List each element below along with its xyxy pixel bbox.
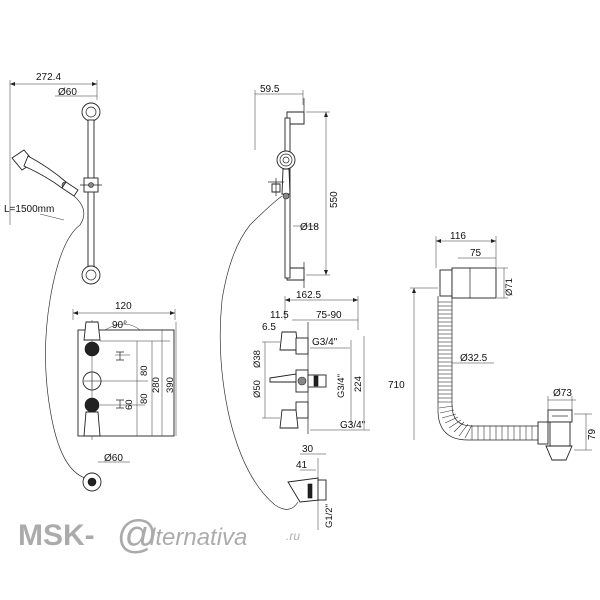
shower-hose-front [45, 195, 86, 479]
dim-390: 390 [165, 377, 176, 393]
dim-dia50: Ø50 [252, 380, 263, 398]
dim-g34-mid: G3/4" [336, 374, 347, 398]
dim-dia71: Ø71 [504, 278, 515, 296]
dim-272-4: 272.4 [36, 72, 61, 83]
top-bracket-rose [81, 102, 101, 122]
dim-75-90: 75-90 [316, 310, 342, 321]
watermark-tld: .ru [286, 529, 300, 543]
dim-11-5: 11.5 [270, 310, 289, 321]
dim-79: 79 [587, 428, 598, 440]
dim-75: 75 [470, 248, 482, 259]
riser-rail [87, 119, 95, 271]
valve-bottom-handle [83, 411, 101, 437]
overflow-filler-head [451, 267, 497, 299]
shower-hose-side [219, 195, 299, 510]
dim-710: 710 [388, 380, 405, 391]
dim-hose-length: L=1500mm [4, 204, 54, 215]
dim-80-mid: 80 [139, 393, 150, 404]
bath-filler-view: 116 75 Ø71 710 [388, 231, 598, 461]
dim-rail-dia: Ø18 [300, 222, 319, 233]
watermark-at: @ [116, 513, 157, 557]
dim-dia73: Ø73 [553, 388, 572, 399]
dim-g12: G1/2" [324, 504, 335, 528]
dim-41: 41 [296, 460, 308, 471]
valve-top-handle [83, 321, 101, 341]
bottom-bracket-rose [81, 265, 101, 285]
dim-rail-height: 550 [329, 191, 340, 208]
dim-bracket-dia: Ø60 [58, 87, 77, 98]
dim-dia38: Ø38 [252, 350, 263, 368]
shower-side-view: 59.5 550 Ø18 [219, 84, 370, 530]
dim-angle-top: 90° [112, 320, 127, 331]
dim-116: 116 [450, 231, 466, 242]
watermark: MSK- @ lternativa .ru [18, 513, 300, 557]
dim-30: 30 [302, 444, 314, 455]
dim-280: 280 [151, 377, 162, 393]
bath-waste [537, 409, 573, 461]
dim-outlet-dia: Ø60 [104, 453, 123, 464]
overflow-pipe [437, 296, 540, 441]
wall-outlet-side: 30 41 G1/2" [287, 444, 335, 530]
watermark-prefix: MSK- [18, 519, 95, 552]
dim-224: 224 [353, 376, 364, 392]
dim-60: 60 [124, 399, 135, 410]
side-handset [268, 150, 296, 200]
shower-handset [11, 149, 79, 197]
dim-offset: 59.5 [260, 84, 280, 95]
wall-outlet-front: Ø60 [82, 453, 130, 492]
dim-dia32-5: Ø32.5 [460, 353, 488, 364]
valve-side [269, 322, 327, 434]
dim-g34-top: G3/4" [312, 337, 338, 348]
shower-front-view: 272.4 Ø60 L=1500mm [4, 72, 177, 492]
dim-80-top: 80 [139, 365, 150, 376]
dim-g34-bottom: G3/4" [340, 420, 366, 431]
dim-6-5: 6.5 [262, 322, 276, 333]
valve-front: 120 90° 90 [72, 301, 177, 440]
dim-valve-width: 120 [115, 301, 132, 312]
watermark-suffix: lternativa [150, 524, 247, 551]
dim-depth: 162.5 [296, 290, 321, 301]
